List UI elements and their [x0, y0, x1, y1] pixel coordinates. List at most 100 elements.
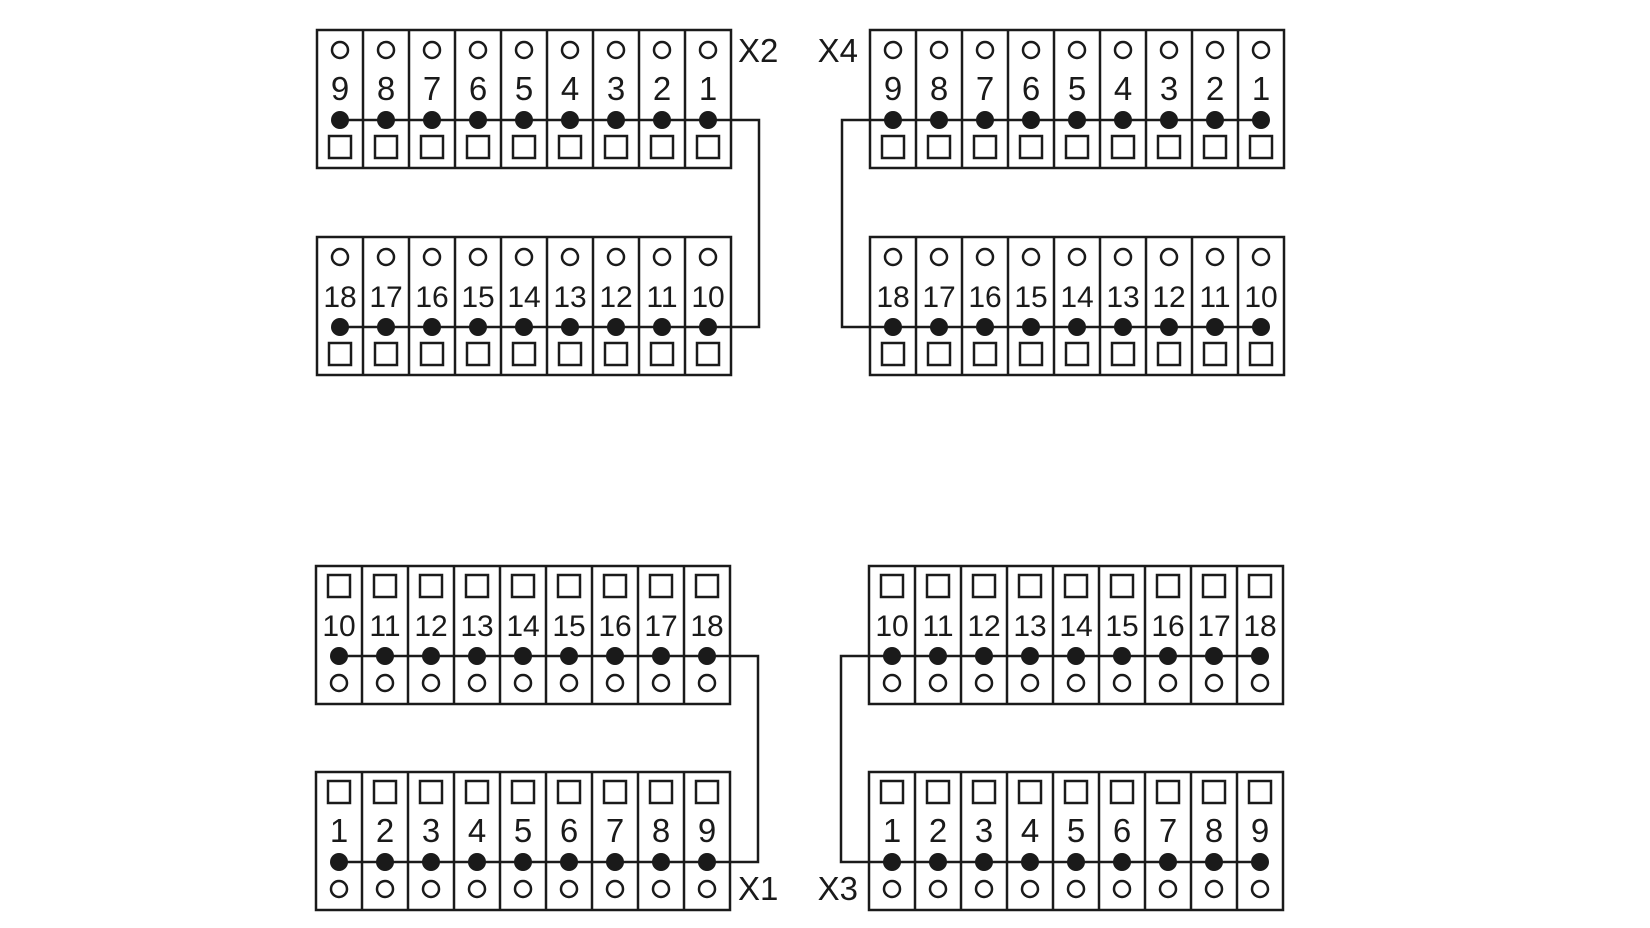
contact-dot [653, 111, 671, 129]
terminal-clamp-square [1247, 779, 1273, 805]
terminal-clamp-square [1156, 341, 1182, 367]
terminal-hole-circle [1159, 40, 1179, 60]
terminal-clamp-square [1109, 779, 1135, 805]
terminal-clamp-square [1064, 341, 1090, 367]
contact-dot [376, 853, 394, 871]
terminal-hole-circle [467, 673, 487, 693]
terminal-hole-circle [376, 40, 396, 60]
terminal-clamp-square [648, 573, 674, 599]
terminal-hole-circle [882, 879, 902, 899]
terminal-hole-circle [975, 40, 995, 60]
contact-dot [930, 318, 948, 336]
terminal-hole-circle [468, 247, 488, 267]
terminal-hole-circle [974, 879, 994, 899]
terminal-number: 6 [1113, 812, 1131, 849]
terminal-hole-circle [468, 40, 488, 60]
terminal-clamp-square [1017, 779, 1043, 805]
terminal-hole-circle [1066, 879, 1086, 899]
terminal-number: 4 [561, 70, 579, 107]
strip-frame [315, 28, 733, 170]
contact-dot [607, 111, 625, 129]
terminal-number: 8 [1205, 812, 1223, 849]
terminal-clamp-square [1156, 134, 1182, 160]
terminal-clamp-square [1248, 341, 1274, 367]
terminal-number: 2 [929, 812, 947, 849]
terminal-hole-circle [1067, 247, 1087, 267]
terminal-hole-circle [928, 879, 948, 899]
terminal-clamp-square [1201, 573, 1227, 599]
terminal-hole-circle [975, 247, 995, 267]
terminal-clamp-square [511, 134, 537, 160]
terminal-number: 6 [1022, 70, 1040, 107]
terminal-hole-circle [1021, 247, 1041, 267]
terminal-number: 8 [930, 70, 948, 107]
contact-dot [1068, 318, 1086, 336]
terminal-hole-circle [928, 673, 948, 693]
terminal-clamp-square [926, 341, 952, 367]
terminal-hole-circle [560, 247, 580, 267]
terminal-number: 16 [968, 281, 1001, 314]
terminal-number: 15 [1105, 610, 1138, 643]
terminal-number: 17 [922, 281, 955, 314]
contact-dot [377, 318, 395, 336]
terminal-clamp-square [511, 341, 537, 367]
terminal-hole-circle [1205, 40, 1225, 60]
terminal-hole-circle [1250, 879, 1270, 899]
strip-frame [868, 28, 1286, 170]
contact-dot [1067, 853, 1085, 871]
contact-dot [561, 111, 579, 129]
terminal-number: 17 [644, 610, 677, 643]
terminal-number: 13 [1013, 610, 1046, 643]
terminal-clamp-square [695, 341, 721, 367]
terminal-clamp-square [602, 779, 628, 805]
terminal-hole-circle [651, 879, 671, 899]
terminal-number: 16 [1151, 610, 1184, 643]
terminal-hole-circle [1112, 673, 1132, 693]
terminal-number: 10 [1244, 281, 1277, 314]
strip-frame [314, 564, 732, 706]
terminal-number: 3 [422, 812, 440, 849]
terminal-clamp-square [464, 573, 490, 599]
contact-dot [606, 647, 624, 665]
terminal-hole-circle [1066, 673, 1086, 693]
terminal-number: 11 [646, 281, 677, 314]
block-label: X2 [738, 32, 778, 69]
terminal-hole-circle [1158, 879, 1178, 899]
terminal-hole-circle [375, 879, 395, 899]
terminal-hole-circle [1158, 673, 1178, 693]
terminal-number: 2 [653, 70, 671, 107]
terminal-hole-circle [514, 247, 534, 267]
contact-dot [1205, 647, 1223, 665]
terminal-clamp-square [1018, 134, 1044, 160]
terminal-clamp-square [510, 779, 536, 805]
terminal-clamp-square [880, 134, 906, 160]
terminal-hole-circle [697, 879, 717, 899]
terminal-number: 7 [423, 70, 441, 107]
terminal-hole-circle [1251, 247, 1271, 267]
contact-dot [1068, 111, 1086, 129]
terminal-number: 13 [460, 610, 493, 643]
terminal-clamp-square [556, 779, 582, 805]
terminal-clamp-square [1017, 573, 1043, 599]
terminal-number: 11 [369, 610, 400, 643]
terminal-hole-circle [513, 879, 533, 899]
terminal-clamp-square [925, 779, 951, 805]
contact-dot [330, 853, 348, 871]
terminal-hole-circle [1204, 673, 1224, 693]
terminal-hole-circle [1250, 673, 1270, 693]
terminal-clamp-square [1202, 341, 1228, 367]
terminal-clamp-square [972, 341, 998, 367]
terminal-number: 1 [883, 812, 901, 849]
terminal-number: 7 [606, 812, 624, 849]
terminal-hole-circle [1020, 879, 1040, 899]
terminal-number: 13 [553, 281, 586, 314]
block-label: X1 [738, 870, 778, 907]
contact-dot [561, 318, 579, 336]
terminal-hole-circle [514, 40, 534, 60]
